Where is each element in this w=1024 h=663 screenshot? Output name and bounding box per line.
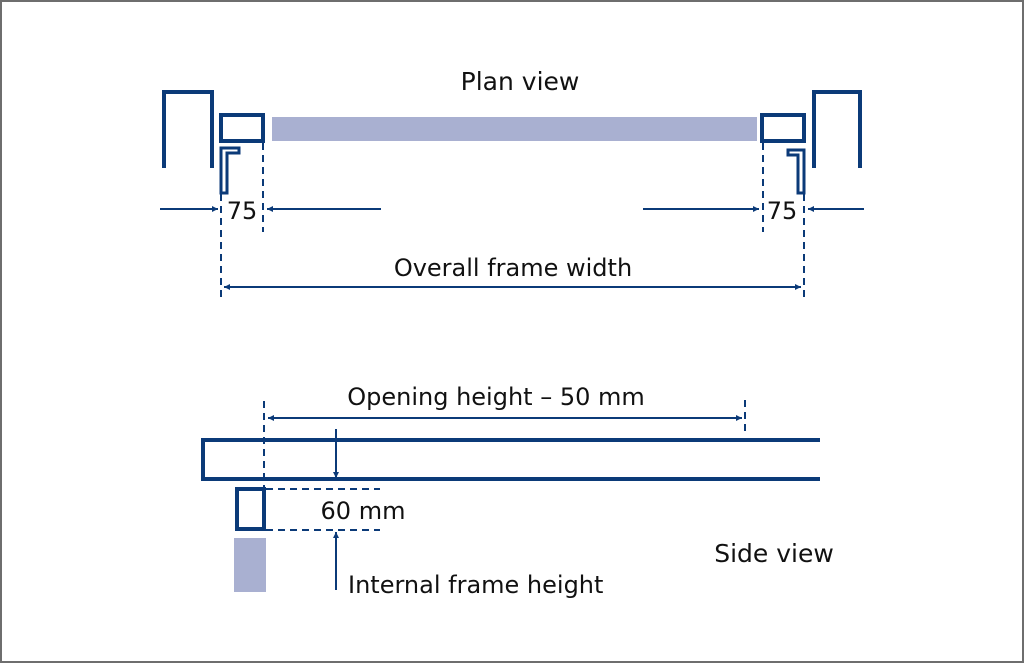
left-frame-profile [219,113,265,143]
right-frame-clip [786,148,806,195]
plan-view-title: Plan view [461,67,580,96]
right-wall [812,90,862,168]
left-wall [162,90,214,168]
side-glass-panel [234,538,266,592]
opening-height-label: Opening height – 50 mm [347,383,645,411]
side-view-title: Side view [714,539,834,568]
internal-height-label: Internal frame height [348,571,603,599]
left-offset-label: 75 [227,197,258,225]
side-frame-profile [235,487,266,531]
left-frame-clip [219,146,241,195]
gap-label: 60 mm [321,497,406,525]
right-offset-label: 75 [767,197,798,225]
overall-width-label: Overall frame width [394,254,632,282]
glass-panel [272,117,757,141]
right-frame-profile [760,113,806,143]
head-beam [201,438,820,481]
